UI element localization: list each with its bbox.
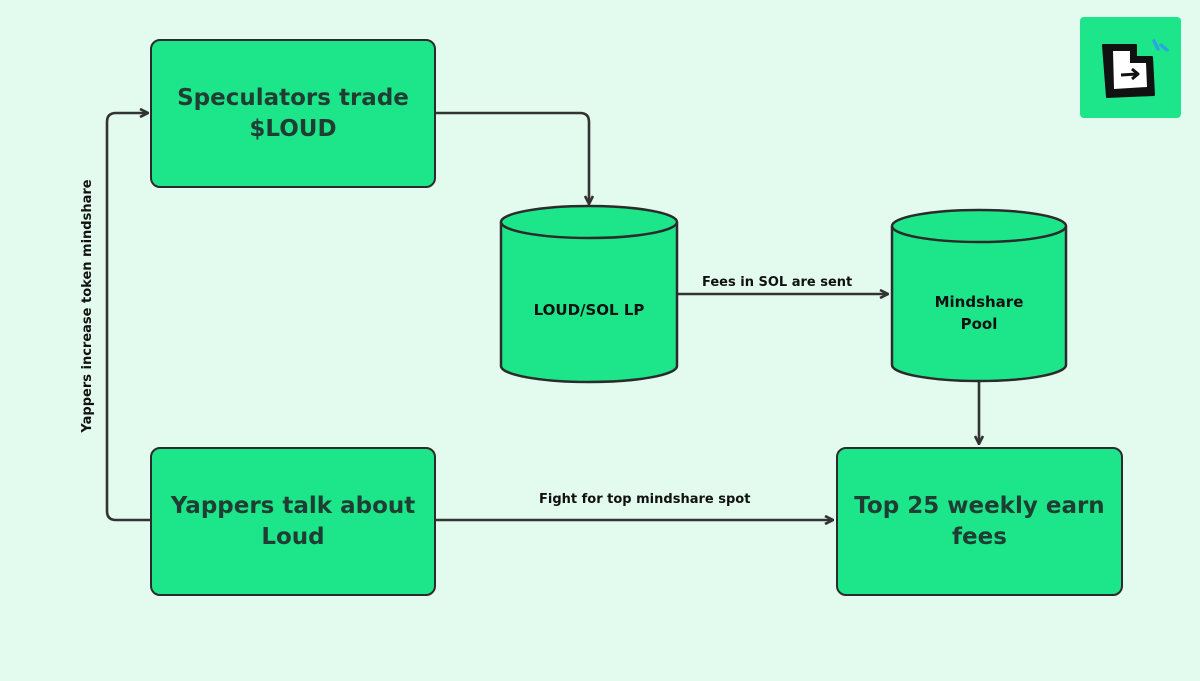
edge-label-fees-sent: Fees in SOL are sent	[702, 275, 853, 290]
top25-line2: fees	[952, 523, 1007, 550]
lp-cylinder	[499, 204, 679, 384]
loud-logo-icon	[1102, 39, 1169, 98]
yappers-line1: Yappers talk about	[170, 493, 416, 520]
yappers-node: Yappers talk about Loud	[150, 447, 436, 596]
edge-label-increase-mindshare: Yappers increase token mindshare	[80, 179, 95, 433]
speculators-line1: Speculators trade	[177, 85, 409, 112]
speculators-node: Speculators trade $LOUD	[150, 39, 436, 188]
logo	[1080, 17, 1181, 118]
lp-label: LOUD/SOL LP	[501, 300, 677, 322]
mindshare-pool-line1: Mindshare	[934, 293, 1024, 311]
edge-label-fight: Fight for top mindshare spot	[539, 492, 751, 507]
mindshare-pool-cylinder	[890, 208, 1068, 383]
mindshare-pool-label: Mindshare Pool	[892, 292, 1066, 336]
mindshare-pool-line2: Pool	[960, 314, 998, 333]
top25-node: Top 25 weekly earn fees	[836, 447, 1123, 596]
yappers-line2: Loud	[261, 523, 325, 550]
arrow-yappers-to-speculators	[105, 113, 151, 522]
lp-label-text: LOUD/SOL LP	[533, 301, 645, 319]
speculators-line2: $LOUD	[249, 115, 337, 142]
top25-line1: Top 25 weekly earn	[854, 493, 1105, 520]
arrow-speculators-to-lp	[436, 111, 589, 203]
